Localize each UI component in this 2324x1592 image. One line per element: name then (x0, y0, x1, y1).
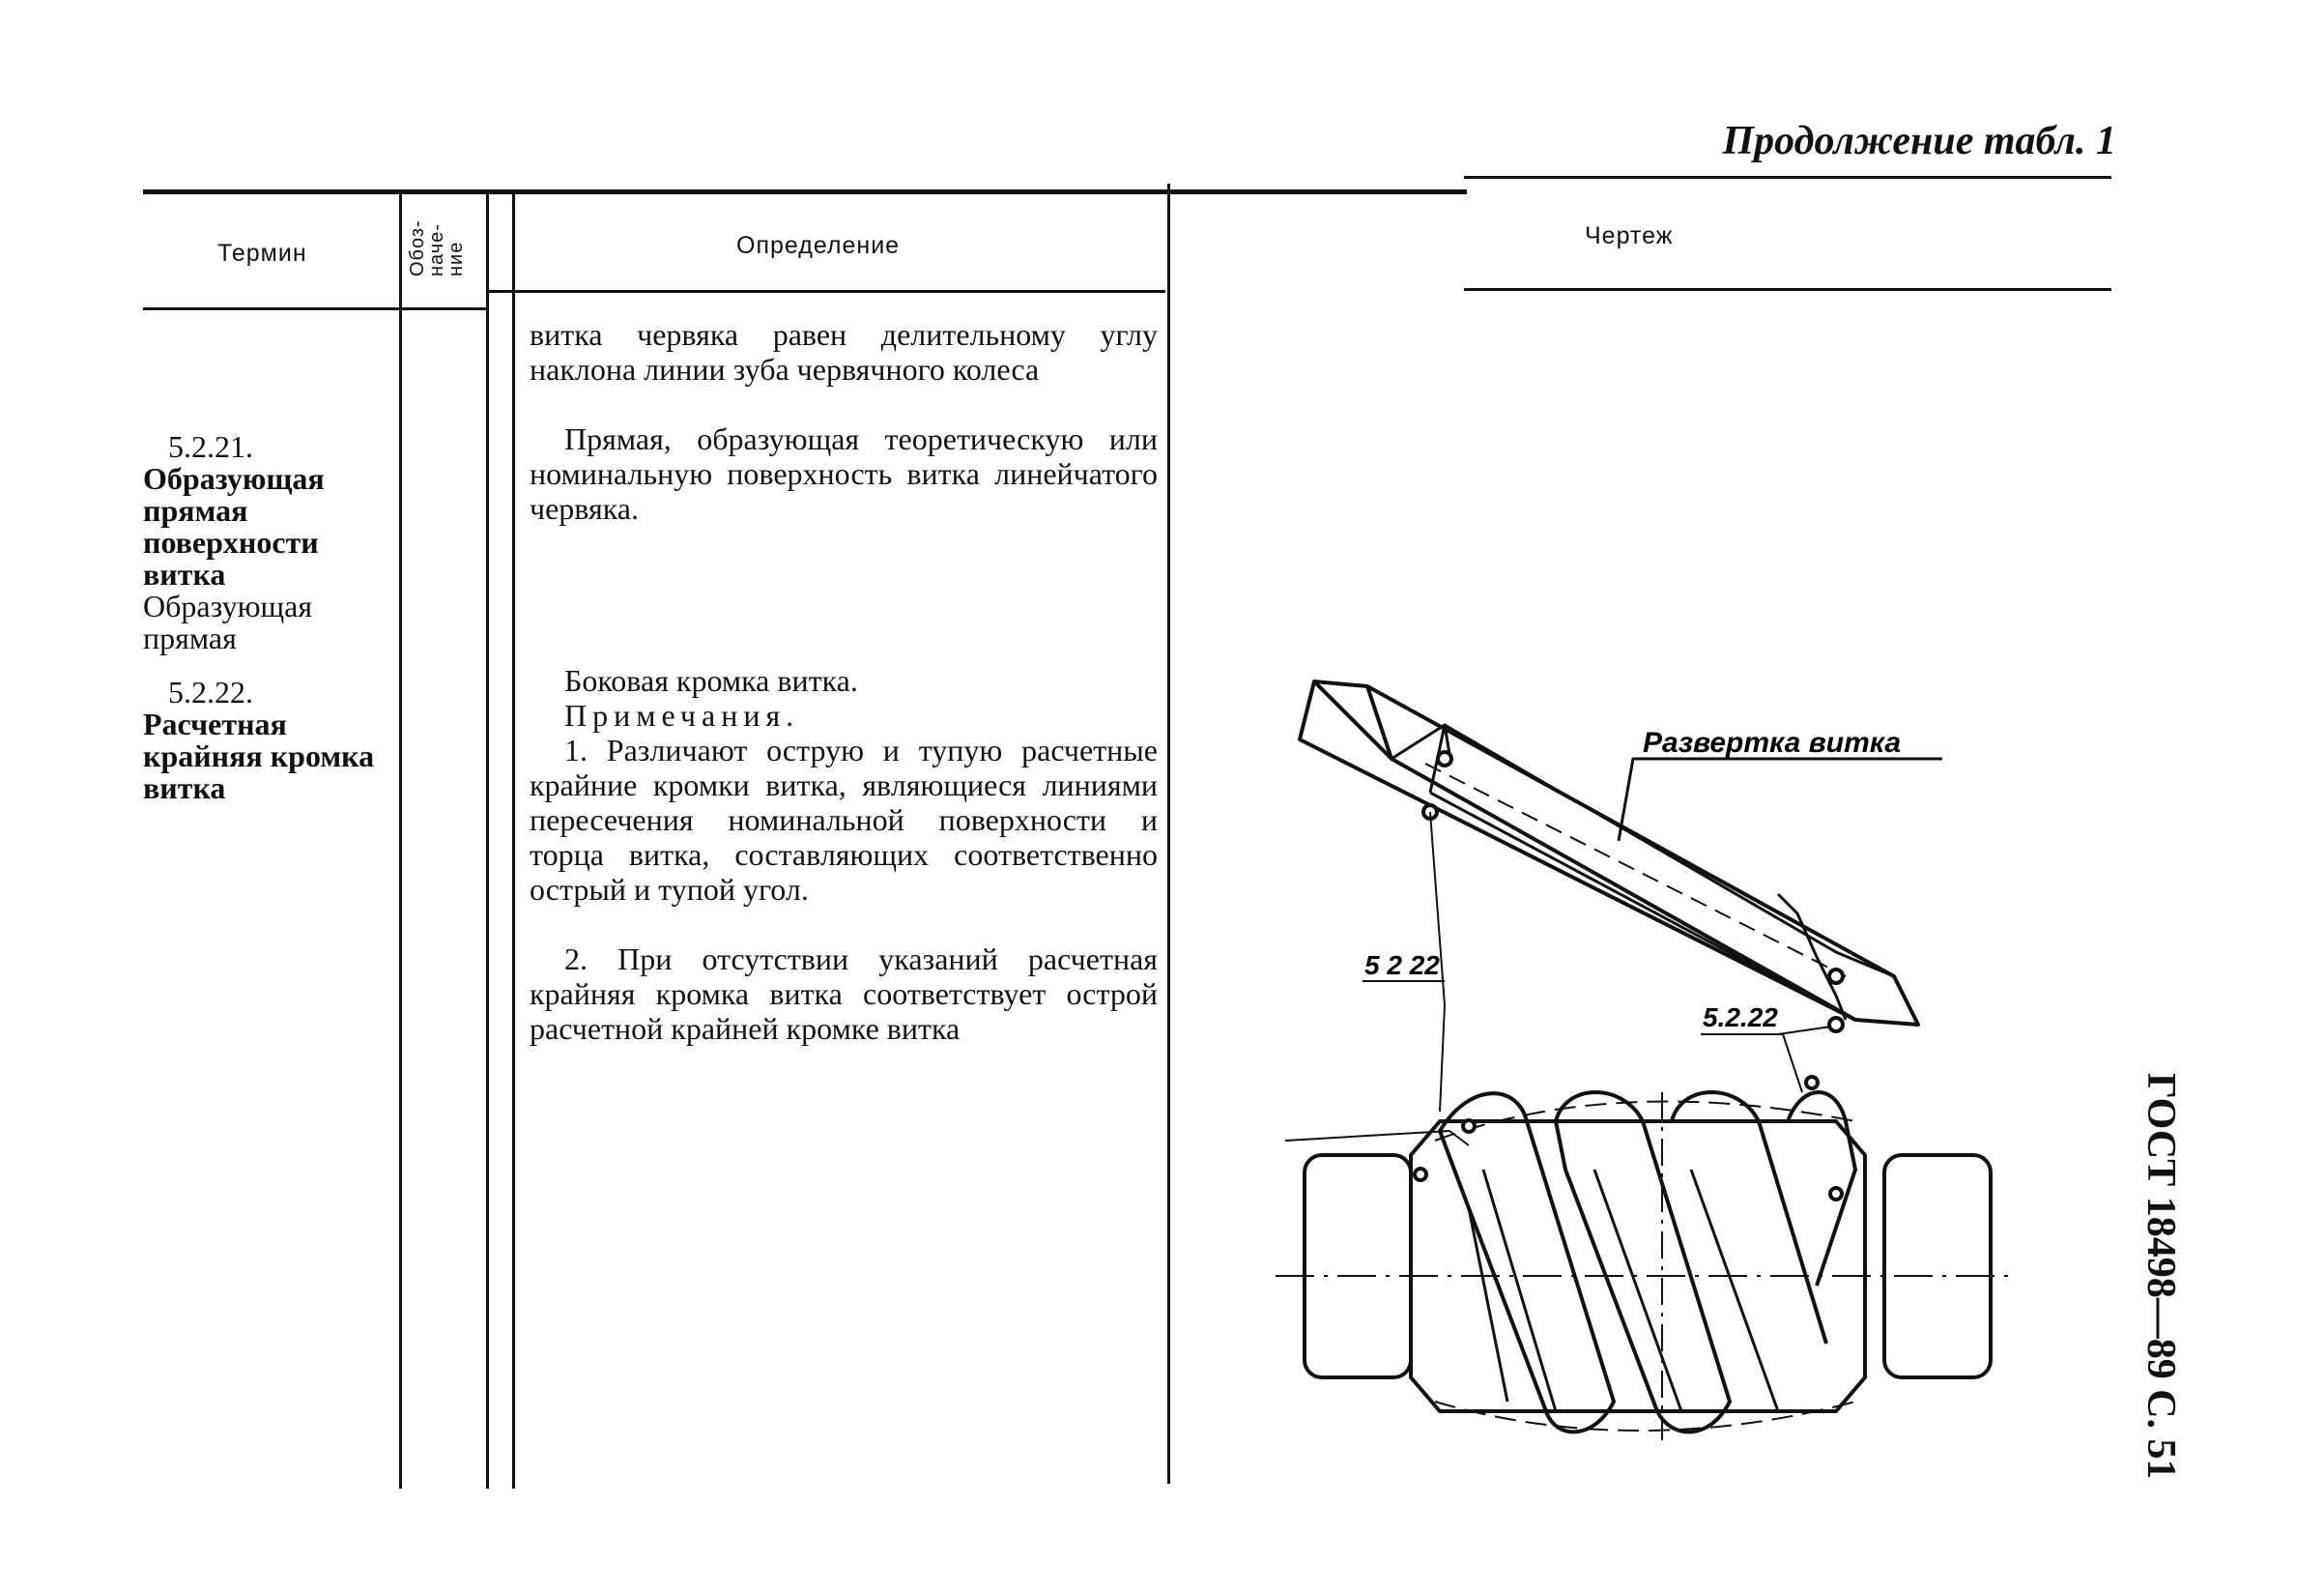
column-divider-1 (399, 193, 402, 1489)
shaft-right (1882, 1153, 1993, 1379)
definition-paragraph: витка червяка равен делительному углу на… (530, 317, 1158, 387)
definition-paragraph: Прямая, образующая теоретическую или ном… (530, 421, 1158, 526)
note-item: 1. Различают острую и тупую расчетные кр… (530, 733, 1158, 907)
header-bottom-rule-draw (1464, 288, 2111, 291)
header-bottom-rule-def (489, 290, 1165, 293)
label-ref-left: 5 2 22 (1364, 950, 1440, 980)
column-head-symbol: Обоз- наче- ние (407, 219, 467, 276)
label-ref-right: 5.2.22 (1703, 1002, 1778, 1032)
column-head-definition: Определение (736, 232, 901, 259)
column-divider-3 (512, 191, 515, 1489)
table-top-rule-right (1464, 176, 2111, 179)
header-bottom-rule (143, 307, 489, 310)
gost-code: ГОСТ 18498—89 С. 51 (2138, 1073, 2183, 1480)
table-top-rule (143, 189, 1467, 194)
label-development: Развертка витка (1643, 727, 1901, 759)
shaft-left (1303, 1153, 1413, 1379)
column-head-drawing: Чертеж (1585, 222, 1674, 249)
term-name: Образующая прямая поверхности витка (143, 461, 325, 592)
notes-heading: Примечания. (564, 698, 800, 733)
column-divider-4 (1167, 184, 1170, 1484)
term-entry: 5.2.21. Образующая прямая поверхности ви… (143, 431, 385, 654)
worm-body (1409, 1119, 1867, 1413)
definition-paragraph: Боковая кромка витка. (564, 663, 858, 698)
column-head-term: Термин (217, 240, 307, 267)
term-name: Расчетная крайняя кромка витка (143, 707, 375, 805)
term-synonym: Образующая прямая (143, 589, 313, 655)
term-number: 5.2.22. (168, 675, 253, 709)
worm-thread-drawing: Развертка витка 5 2 22 5.2.22 (1276, 680, 2010, 1440)
term-number: 5.2.21. (168, 429, 253, 464)
continued-label: Продолжение табл. 1 (1722, 119, 2117, 163)
column-divider-2 (486, 193, 489, 1489)
term-entry: 5.2.22. Расчетная крайняя кромка витка (143, 677, 385, 804)
note-item: 2. При отсутствии указаний расчетная кра… (530, 941, 1158, 1046)
